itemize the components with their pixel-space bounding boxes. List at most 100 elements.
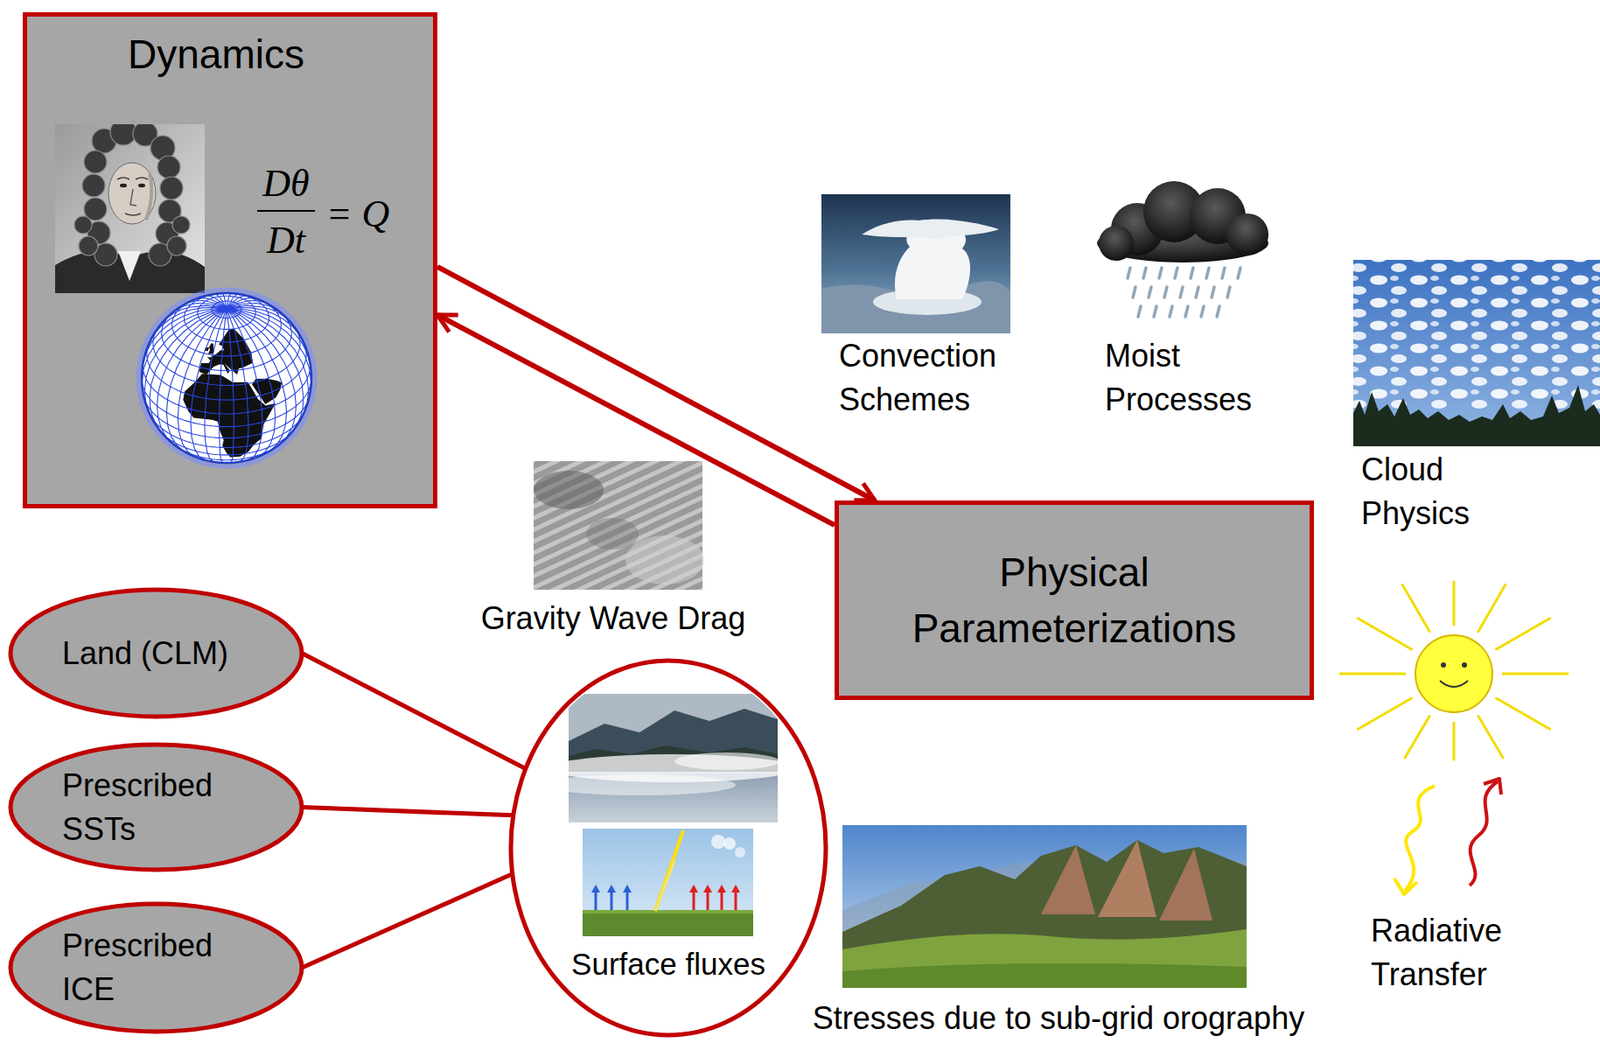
text-slot: Dynamics [127,31,305,78]
flux-sketch-part [693,890,736,910]
caption-label: Stresses due to sub-grid orography [812,1000,1305,1036]
boundary-ellipse: Prescribed ICE [7,901,305,1035]
smiling-sun-part [1461,662,1468,668]
text-slot: = Q [326,192,390,238]
newton-portrait-part-part [83,150,107,174]
smiling-sun-part [1440,662,1447,668]
mountain-photo-part [842,929,1247,988]
flux-sketch-part [582,911,754,937]
newton-portrait-part [55,251,205,294]
label-slot: Radiative Transfer [1370,908,1546,997]
continent-shape [251,378,282,405]
radiation-arrows-part [1483,778,1502,795]
flux-sketch-part [723,837,736,850]
ellipse-shape [10,903,302,1032]
newton-portrait-part-part [172,216,190,234]
altocumulus-photo-part [1353,384,1600,447]
connector-line [437,266,875,501]
smiling-sun-part [1340,581,1568,760]
flux-sketch-part [689,884,741,893]
mountain-photo-part [842,824,1247,988]
convection-photo-part [821,194,1011,334]
newton-portrait-part [74,124,190,266]
newton-portrait-part [119,183,127,188]
continent-shape [198,328,252,376]
flux-sketch-part [591,884,632,893]
newton-portrait-part [55,124,205,294]
node-label: Land (CLM) [62,631,229,676]
globe-sphere [141,293,312,463]
surface-flux-ellipse: Surface fluxes [508,657,829,1038]
caption-label: Gravity Wave Drag [481,596,747,641]
rain-cloud-icon-part [1098,225,1134,261]
label-slot: Stresses due to sub-grid orography [812,1000,1305,1036]
flux-sketch-part [655,830,684,911]
radiation-arrows-part [1394,878,1418,895]
gravity-wave-photo-part [586,517,639,550]
smiling-sun [1340,581,1568,760]
ellipse-outline [7,901,305,1035]
node-title: Dynamics [127,31,305,78]
ellipse-shape [10,589,302,717]
gravity-wave-photo-part [625,535,705,585]
equation-text: = Q [326,192,390,238]
node-title: Surface fluxes [571,946,766,982]
mountain-photo-part [1159,848,1213,921]
fraction-bar [257,209,315,212]
caption-label: Cloud Physics [1361,447,1537,536]
flux-sketch-part [595,890,628,910]
radiation-arrows [1394,778,1502,895]
node-label: Prescribed SSTs [62,763,251,852]
caption-label: Radiative Transfer [1370,908,1546,997]
newton-portrait-part [117,177,148,180]
rain-cloud-icon [1096,181,1269,317]
text-slot: Dθ [262,161,309,207]
caption-label: Convection Schemes [838,334,1028,422]
newton-portrait [55,124,205,294]
altocumulus-photo-part [1353,259,1600,447]
flux-sketch [582,828,754,937]
mountain-photo-part [842,963,1247,988]
connector-line [301,807,514,816]
newton-portrait-part-part [82,174,105,197]
newton-portrait-part-part [160,176,183,200]
connector-line [437,314,835,525]
newton-portrait-part [108,162,156,224]
mountain-photo-part [842,839,1247,988]
node-label: Prescribed ICE [62,923,251,1012]
newton-portrait-part [125,213,141,216]
radiation-arrows-part [1404,785,1435,891]
gravity-wave-photo [533,461,705,590]
ellipse-outline [7,741,305,873]
ellipse-shape [510,660,826,1035]
flux-sketch-part [711,834,726,849]
mountain-photo-part [1097,839,1157,917]
flux-sketch-part [734,846,746,858]
process-box: Physical Parameterizations [834,500,1314,700]
label-slot: Moist Processes [1104,334,1280,422]
rain-cloud-icon-part [1226,213,1269,256]
newton-portrait-part [146,174,152,220]
newton-portrait-part [138,183,146,188]
smiling-sun-part [1415,635,1493,713]
globe-graticule [141,293,312,463]
altocumulus-photo-part [1353,259,1600,409]
newton-portrait-part-part [167,236,187,256]
newton-portrait-part [118,251,141,281]
globe-grid [141,293,312,463]
label-slot: Cloud Physics [1361,447,1537,536]
ellipse-shape [10,744,302,870]
text-slot: Dt [266,218,306,264]
flux-sketch-part [582,909,754,914]
misty-lake-photo-part [543,774,736,796]
boundary-ellipse: Prescribed SSTs [7,741,305,873]
connector-line [301,653,526,769]
equation-text: Dθ [262,161,309,207]
connector-line [301,873,513,968]
misty-lake-photo-part [674,752,780,770]
newton-portrait-part-part [74,216,92,234]
dynamics-art [27,16,434,504]
globe-glow [138,289,315,467]
